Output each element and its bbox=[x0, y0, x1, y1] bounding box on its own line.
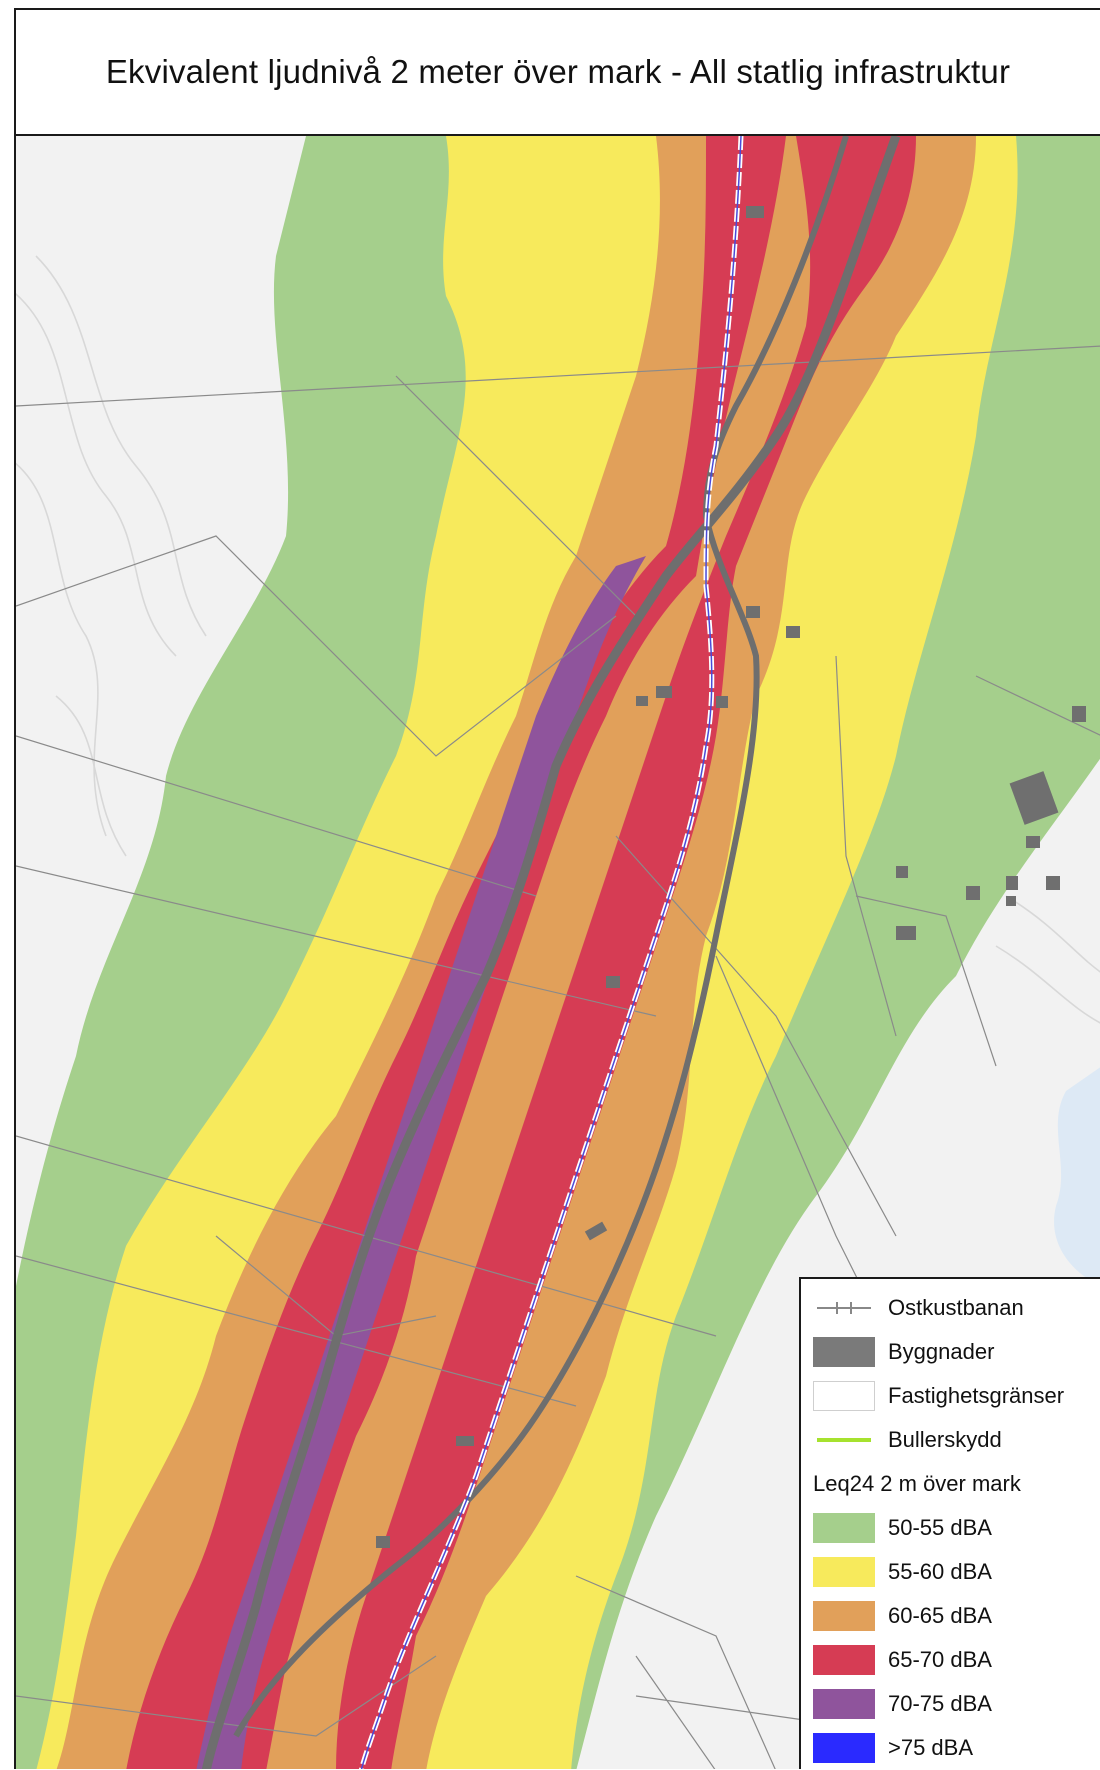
legend-item-buildings: Byggnader bbox=[801, 1330, 1100, 1374]
noise-band-65-70-west bbox=[126, 136, 786, 1769]
highway-ramp bbox=[233, 136, 849, 1738]
legend-item-railway: Ostkustbanan bbox=[801, 1286, 1100, 1330]
class-swatch-75-plus bbox=[813, 1733, 875, 1763]
legend-class-label: 65-70 dBA bbox=[888, 1647, 992, 1672]
building-swatch bbox=[813, 1337, 875, 1367]
class-swatch-55-60 bbox=[813, 1557, 875, 1587]
legend-class-label: >75 dBA bbox=[888, 1735, 974, 1760]
legend-item-barrier: Bullerskydd bbox=[801, 1418, 1100, 1462]
legend-label-property: Fastighetsgränser bbox=[888, 1383, 1065, 1408]
legend-class-75-plus: >75 dBA bbox=[801, 1726, 1100, 1770]
railway-line-icon bbox=[817, 1302, 871, 1314]
property-boundary-swatch bbox=[813, 1381, 875, 1411]
legend-item-property: Fastighetsgränser bbox=[801, 1374, 1100, 1418]
title-bar: Ekvivalent ljudnivå 2 meter över mark - … bbox=[16, 10, 1100, 136]
class-swatch-70-75 bbox=[813, 1689, 875, 1719]
legend-label-railway: Ostkustbanan bbox=[888, 1295, 1024, 1320]
legend-class-label: 55-60 dBA bbox=[888, 1559, 992, 1584]
highway-e4 bbox=[201, 136, 901, 1769]
noise-band-70-75 bbox=[196, 556, 646, 1769]
legend-class-60-65: 60-65 dBA bbox=[801, 1594, 1100, 1638]
buildings bbox=[376, 206, 1086, 1548]
noise-band-65-70-east bbox=[336, 136, 916, 1769]
legend-heading: Leq24 2 m över mark bbox=[813, 1471, 1021, 1496]
legend-class-70-75: 70-75 dBA bbox=[801, 1682, 1100, 1726]
legend-heading-row: Leq24 2 m över mark bbox=[801, 1462, 1100, 1506]
legend-class-label: 50-55 dBA bbox=[888, 1515, 992, 1540]
noise-barrier-line-icon bbox=[817, 1438, 871, 1442]
railway-center-line bbox=[360, 136, 742, 1769]
legend-class-label: 70-75 dBA bbox=[888, 1691, 992, 1716]
legend-label-buildings: Byggnader bbox=[888, 1339, 995, 1364]
class-swatch-50-55 bbox=[813, 1513, 875, 1543]
legend-class-55-60: 55-60 dBA bbox=[801, 1550, 1100, 1594]
class-swatch-60-65 bbox=[813, 1601, 875, 1631]
map-legend: Ostkustbanan Byggnader Fastighetsgränser… bbox=[799, 1277, 1100, 1769]
terrain-contours bbox=[16, 255, 1100, 1024]
map-title: Ekvivalent ljudnivå 2 meter över mark - … bbox=[105, 53, 1011, 90]
legend-class-65-70: 65-70 dBA bbox=[801, 1638, 1100, 1682]
legend-class-label: 60-65 dBA bbox=[888, 1603, 992, 1628]
noise-map-canvas bbox=[16, 136, 1100, 1769]
legend-label-barrier: Bullerskydd bbox=[888, 1427, 1002, 1452]
legend-class-50-55: 50-55 dBA bbox=[801, 1506, 1100, 1550]
water-area bbox=[1054, 1067, 1100, 1286]
class-swatch-65-70 bbox=[813, 1645, 875, 1675]
